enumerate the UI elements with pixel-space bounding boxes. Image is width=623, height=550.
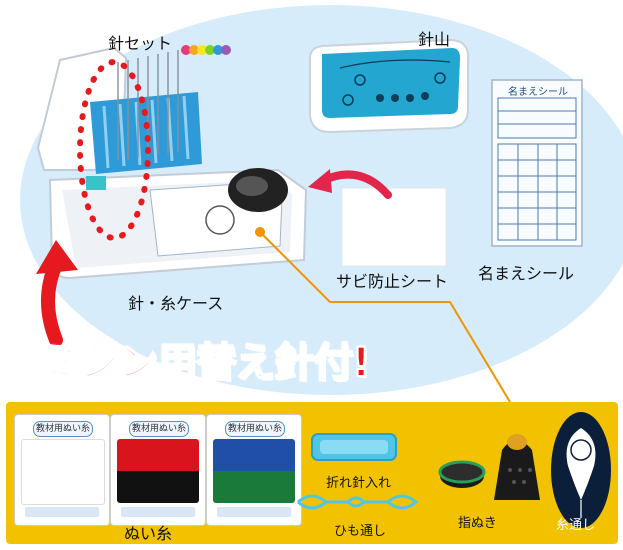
spool-foot (217, 507, 291, 517)
elastic-threader-label: ひも通し (334, 524, 387, 539)
thimble-icon (438, 434, 540, 500)
spool-foot (25, 507, 99, 517)
thread-red-black (117, 439, 199, 503)
broken-needle-case-icon (311, 433, 397, 461)
highlight-circle (77, 59, 151, 241)
elastic-threader-icon (297, 494, 419, 510)
rust-prevention-sheet (341, 187, 447, 267)
pincushion-label: 針山 (418, 30, 451, 49)
spool-tag: 教材用ぬい糸 (225, 421, 285, 437)
spool-tag: 教材用ぬい糸 (129, 421, 189, 437)
red-arrow-icon (36, 240, 78, 345)
thread-label: ぬい糸 (124, 524, 173, 543)
needle-set-label: 針セット (108, 34, 173, 53)
curved-arrow-icon (308, 169, 392, 199)
leader-line (255, 227, 511, 403)
needle-thread-case (36, 45, 308, 280)
pincushion-illustration (309, 38, 469, 134)
broken-needle-label: 折れ針入れ (326, 476, 392, 491)
thread-spool-red-black: 教材用ぬい糸 (110, 414, 206, 526)
case-label: 針・糸ケース (128, 294, 224, 313)
thread-blue-green (213, 439, 295, 503)
thread-white (21, 439, 105, 505)
name-seal-title: 名まえシール (508, 87, 568, 98)
spool-foot (121, 507, 195, 517)
name-seal-label: 名まえシール (478, 264, 575, 283)
thread-spool-white: 教材用ぬい糸 (14, 414, 110, 526)
spool-tag: 教材用ぬい糸 (33, 421, 93, 437)
name-seal-card (491, 79, 583, 247)
needle-threader-label: 糸通し (556, 518, 596, 533)
needle-threader-icon (551, 412, 611, 528)
thimble-label: 指ぬき (458, 516, 497, 531)
thread-spool-blue-green: 教材用ぬい糸 (206, 414, 302, 526)
rust-sheet-label: サビ防止シート (336, 272, 449, 291)
headline: ミシン用替え針付! (39, 339, 371, 387)
